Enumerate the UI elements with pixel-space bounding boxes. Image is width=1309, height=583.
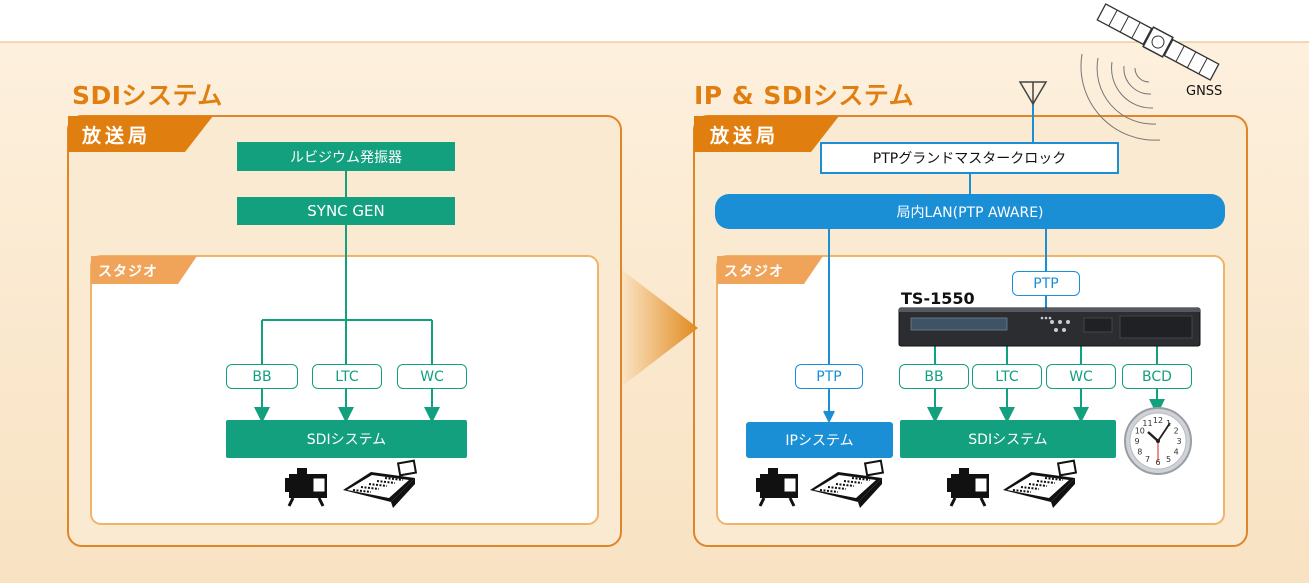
- satellite-icon: [1096, 3, 1220, 81]
- left-studio-frame: [90, 255, 599, 525]
- ptp-tag-left: PTP: [795, 364, 863, 389]
- gnss-label: GNSS: [1186, 84, 1223, 99]
- right-studio-tab-shape: [717, 256, 823, 284]
- right-sdi-system-box: SDIシステム: [900, 420, 1116, 458]
- clock-numeral: 6: [1155, 458, 1160, 467]
- video-camera-icon: [756, 468, 798, 507]
- video-switcher-icon: [810, 459, 885, 508]
- right-broadcast-tab-label: 放送局: [710, 125, 780, 147]
- ts1550-device: [898, 307, 1201, 347]
- video-switcher-icon: [1003, 459, 1078, 508]
- right-ptp-lines: [828, 106, 1047, 364]
- clock-numeral: 7: [1145, 455, 1150, 464]
- clock-numeral: 12: [1153, 416, 1163, 425]
- video-camera-icon: [285, 468, 327, 507]
- video-switcher-icon: [343, 459, 418, 508]
- ptp-grandmaster-clock-box: PTPグランドマスタークロック: [820, 142, 1119, 174]
- clock-numeral: 3: [1176, 437, 1181, 446]
- right-tag-ltc: LTC: [972, 364, 1042, 389]
- ip-system-box: IPシステム: [746, 422, 893, 458]
- transition-arrow: [622, 270, 698, 386]
- antenna-icon: [1018, 81, 1048, 106]
- right-studio-tab-label: スタジオ: [724, 264, 784, 280]
- left-tag-bb: BB: [226, 364, 298, 389]
- clock-numeral: 10: [1135, 427, 1145, 436]
- left-broadcast-tab-shape: [68, 116, 213, 152]
- clock-numeral: 2: [1174, 427, 1179, 436]
- clock-numeral: 11: [1142, 419, 1152, 428]
- left-tag-wc: WC: [397, 364, 467, 389]
- device-label: TS-1550: [901, 289, 975, 308]
- right-panel-title: IP & SDIシステム: [694, 81, 915, 110]
- gnss-signal-arcs: [1080, 53, 1161, 141]
- left-studio-tab-label: スタジオ: [98, 264, 158, 280]
- clock-numeral: 4: [1174, 448, 1179, 457]
- clock-numeral: 5: [1166, 455, 1171, 464]
- left-panel-title: SDIシステム: [72, 81, 223, 110]
- clock-numeral: 9: [1134, 437, 1139, 446]
- left-sdi-system-box: SDIシステム: [226, 420, 467, 458]
- clock-numeral: 1: [1166, 419, 1171, 428]
- right-tag-bcd: BCD: [1122, 364, 1192, 389]
- left-studio-tab-shape: [91, 256, 197, 284]
- left-broadcast-tab-label: 放送局: [82, 125, 152, 147]
- lan-bar: 局内LAN(PTP AWARE): [715, 194, 1225, 229]
- sync-gen-box: SYNC GEN: [237, 197, 455, 225]
- right-tag-wc: WC: [1046, 364, 1116, 389]
- video-camera-icon: [947, 468, 989, 507]
- left-signal-lines: [254, 171, 440, 423]
- ptp-tag-top: PTP: [1012, 271, 1080, 296]
- clock-numeral: 8: [1137, 448, 1142, 457]
- right-broadcast-tab-shape: [694, 116, 839, 152]
- right-tag-bb: BB: [899, 364, 969, 389]
- left-tag-ltc: LTC: [312, 364, 382, 389]
- right-signal-lines: [823, 345, 1165, 424]
- rubidium-oscillator-box: ルビジウム発振器: [237, 142, 455, 171]
